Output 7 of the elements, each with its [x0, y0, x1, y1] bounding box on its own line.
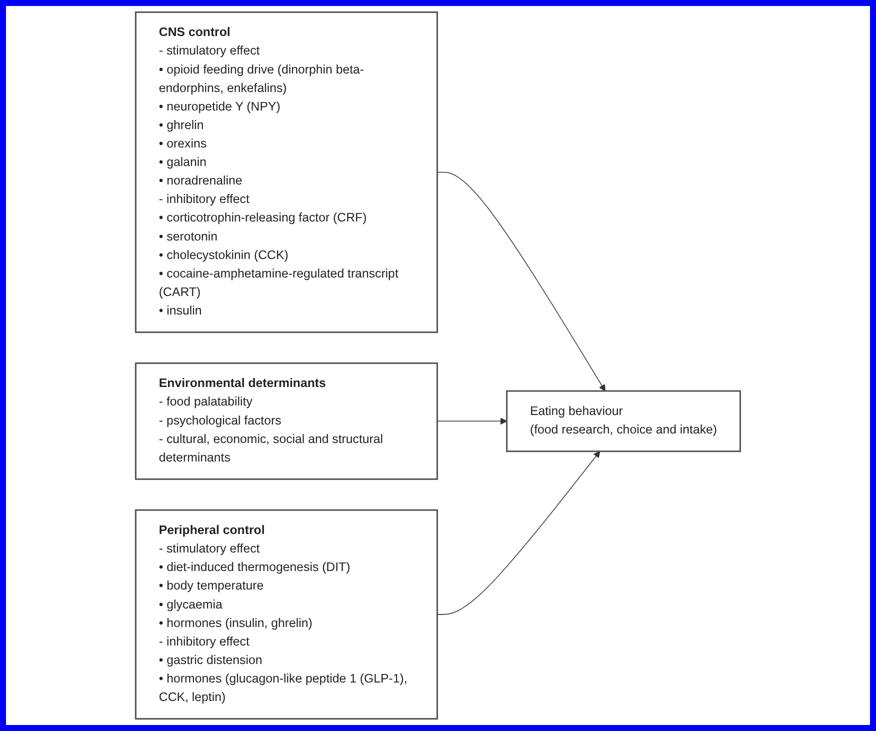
arrow [436, 172, 606, 392]
node-box: Environmental determinants - food palatability - psychological factors - cultural, economic, social and structural determinants [134, 362, 438, 480]
arrow [436, 451, 600, 615]
arrow [436, 418, 508, 425]
node-box: Peripheral control - stimulatory effect • diet-induced thermogenesis (DIT) • body temperature • glycaemia • hormones (insulin, ghrelin) - inhibitory effect • gastric distension • hormones (glucagon-like peptide 1 (GLP-1), CCK, leptin) [134, 509, 438, 720]
node-box: CNS control - stimulatory effect • opioid feeding drive (dinorphin beta-endorphins, enkefalins) • neuropetide Y (NPY) • ghrelin • orexins • galanin • noradrenaline - inhibitory effect • corticotrophin-releasing factor (CRF) • serotonin • cholecystokinin (CCK) • cocaine-amphetamine-regulated transcript (CART) • insulin [134, 11, 438, 334]
node-box: Eating behaviour (food research, choice and intake) [506, 390, 742, 452]
